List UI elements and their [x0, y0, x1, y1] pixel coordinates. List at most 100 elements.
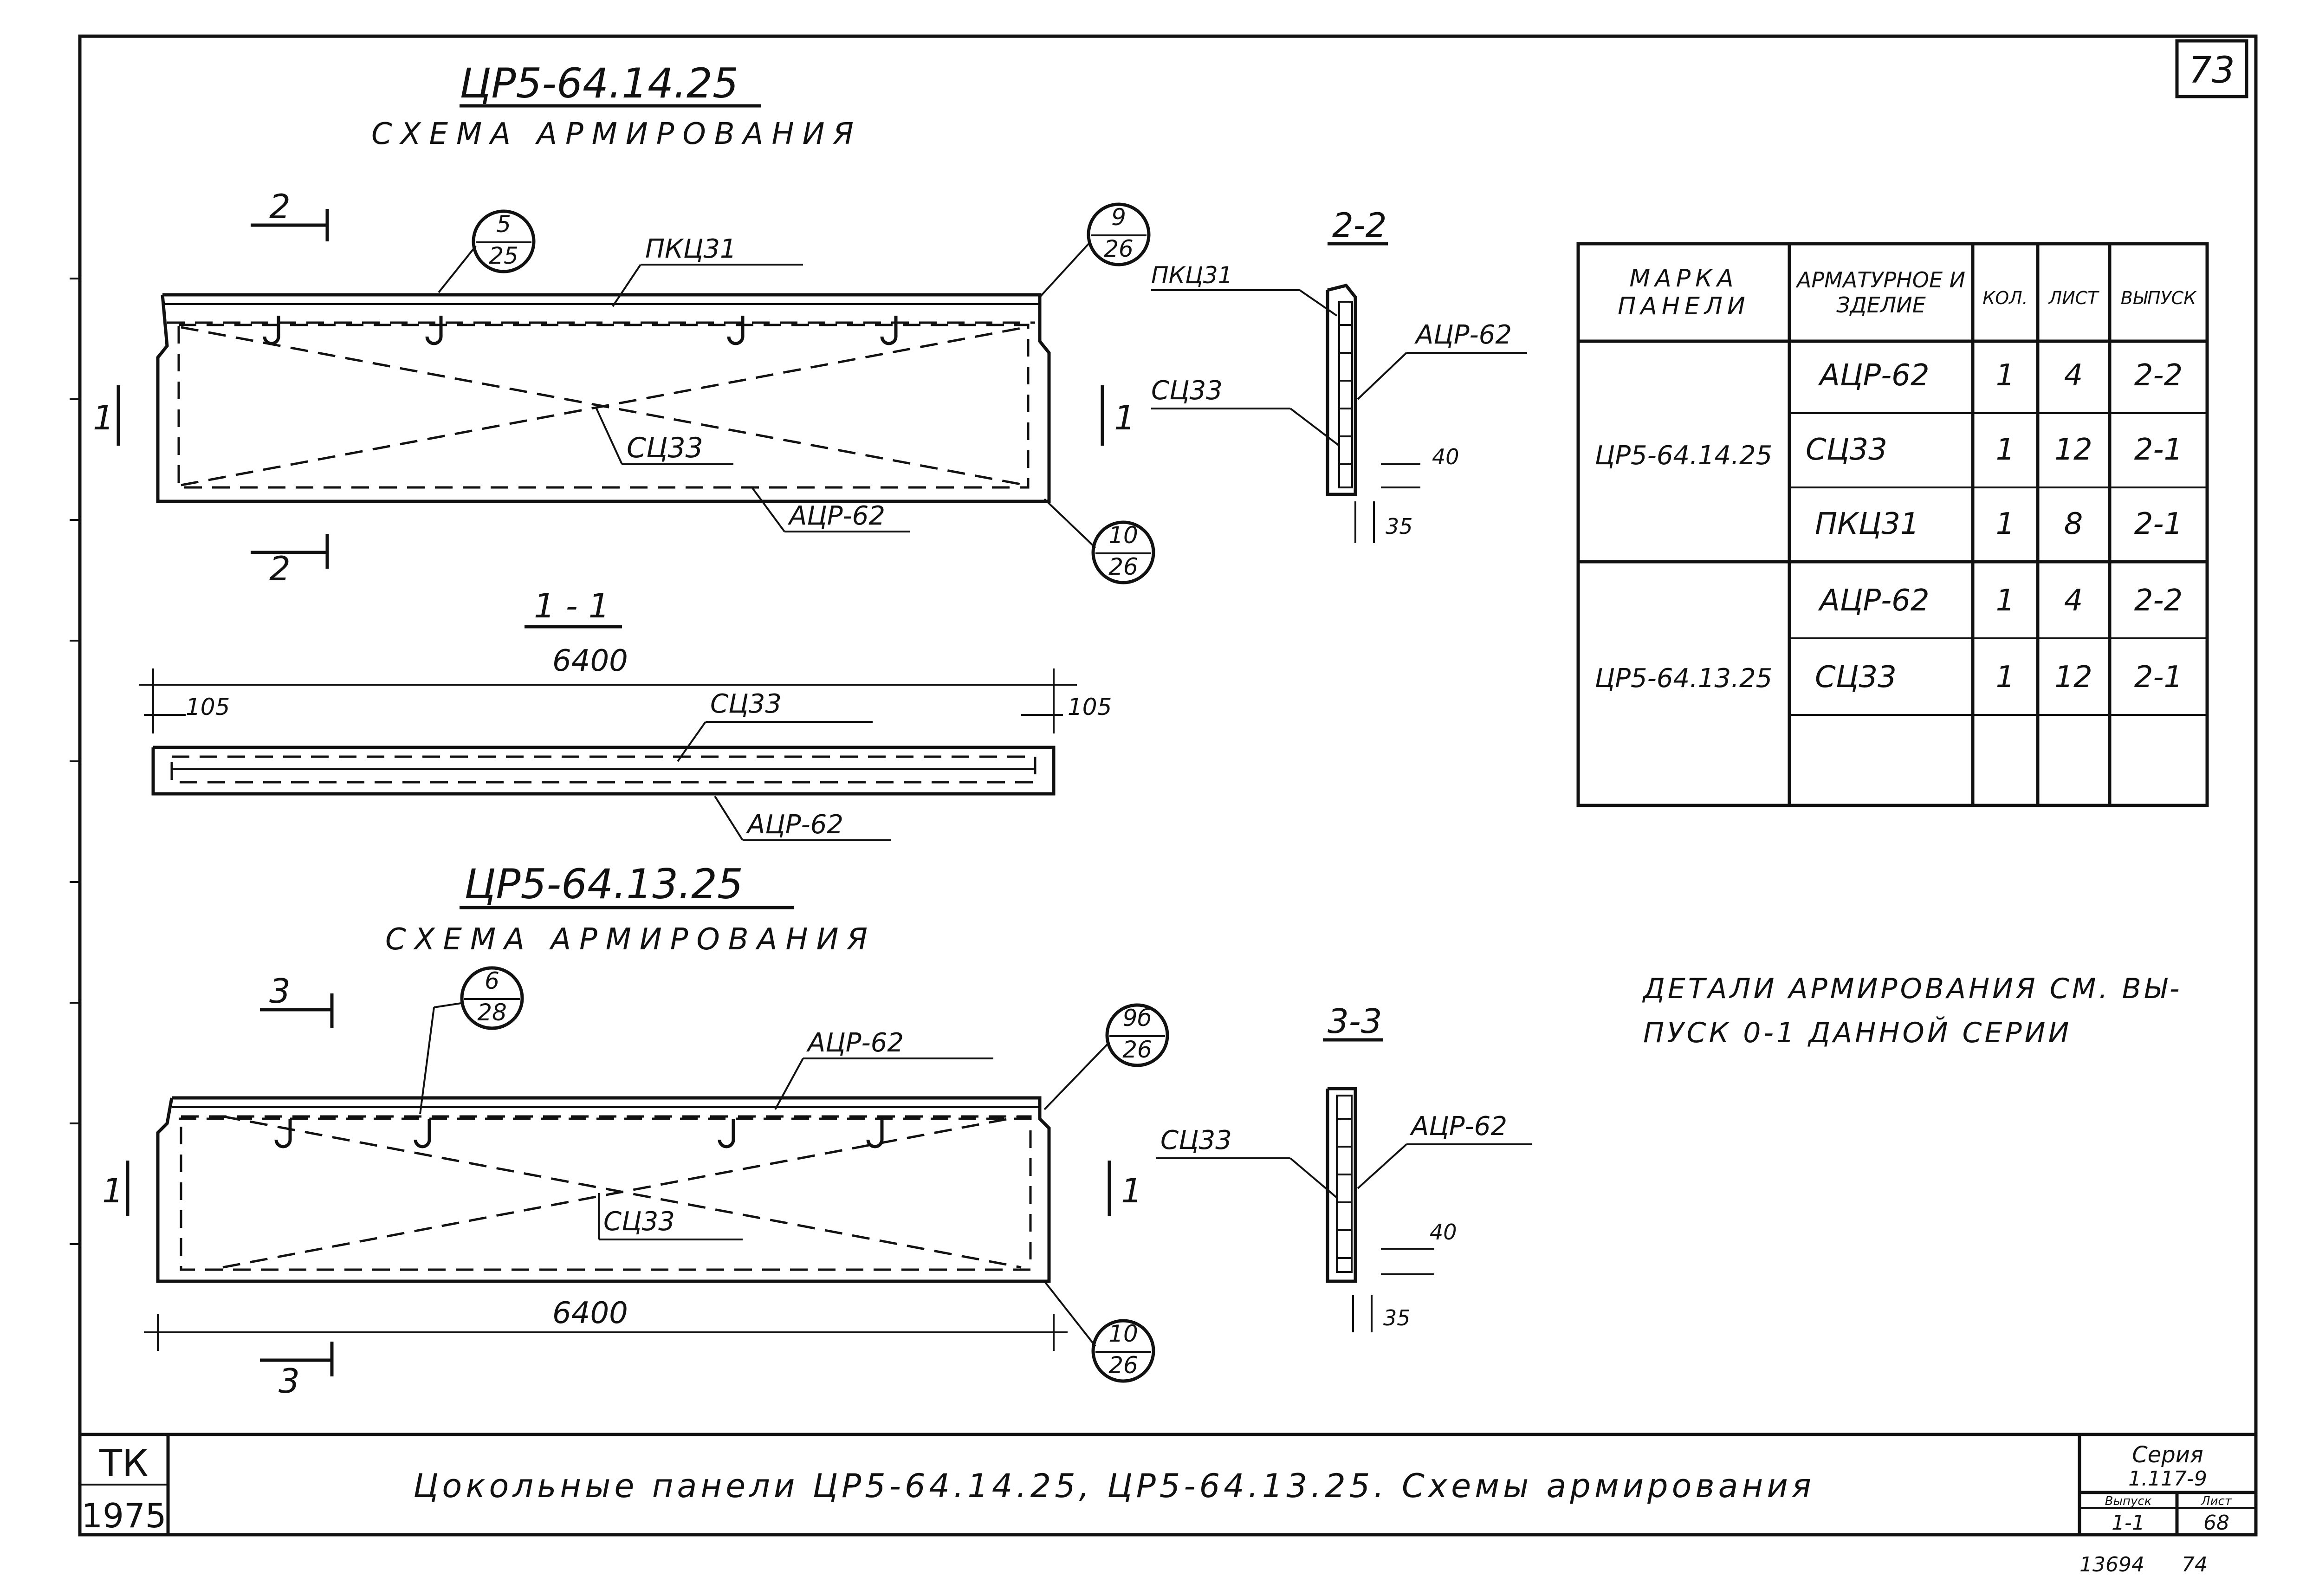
inventory-number: 13694	[2079, 1553, 2144, 1577]
table-g1-r1-qty: 1	[1996, 358, 2015, 393]
sheet-value: 68	[2203, 1511, 2229, 1535]
table-header-issue: ВЫПУСК	[2121, 288, 2197, 308]
table-header-mark: МАРКА ПАНЕЛИ	[1618, 265, 1745, 320]
panel2-label-cross: СЦ33	[603, 1207, 675, 1237]
table-header-product: АРМАТУРНОЕ ИЗДЕЛИЕ	[1797, 267, 1965, 318]
panel2-cross-b	[222, 1115, 1022, 1269]
section11-length: 6400	[552, 644, 628, 678]
section33-profile	[1326, 1087, 1357, 1283]
table-g2-r1-sheet: 4	[2064, 584, 2083, 618]
section11-label-2: АЦР-62	[746, 810, 843, 840]
section22-label-2: СЦ33	[1151, 376, 1223, 406]
panel1-label-bottom-bar: АЦР-62	[788, 501, 885, 531]
panel1-cut-2-bottom: 2	[269, 549, 291, 588]
table-g2-r2-qty: 1	[1996, 660, 2015, 694]
table-g1-r1-sheet: 4	[2064, 358, 2083, 393]
svg-text:9: 9	[1111, 204, 1126, 231]
sheet-frame	[78, 34, 2258, 1537]
panel2-callout-1: 6 28	[419, 966, 524, 1115]
table-g1-r1-product: АЦР-62	[1818, 358, 1930, 393]
panel2-mark: ЦР5-64.13.25	[464, 860, 743, 908]
table-header-sheet: ЛИСТ	[2048, 288, 2100, 308]
svg-text:5: 5	[496, 211, 511, 238]
section33-title: 3-3	[1328, 1002, 1382, 1041]
table-g1-r2-issue: 2-1	[2134, 433, 2183, 467]
panel2-callout-3: 10 26	[1043, 1280, 1155, 1383]
svg-text:28: 28	[477, 999, 507, 1026]
table-g2-r2-product: СЦ33	[1815, 660, 1897, 694]
table-g2-r1-product: АЦР-62	[1818, 584, 1930, 618]
table-group2-mark: ЦР5-64.13.25	[1595, 663, 1772, 694]
table-g1-r3-issue: 2-1	[2134, 507, 2183, 541]
panel2-cut-3-top: 3	[269, 972, 291, 1011]
table-group1-mark: ЦР5-64.14.25	[1595, 441, 1772, 471]
panel1-label-top-bar: ПКЦ31	[645, 234, 737, 264]
section22-dim-40: 40	[1432, 444, 1459, 469]
panel1-callout-3: 10 26	[1043, 498, 1155, 584]
svg-text:6: 6	[485, 967, 499, 994]
table-g1-r2-sheet: 12	[2054, 433, 2092, 467]
table-header-qty: КОЛ.	[1982, 288, 2028, 308]
section22-title: 2-2	[1332, 206, 1387, 245]
panel1-cut-1-right: 1	[1114, 398, 1135, 437]
section11-title: 1 - 1	[534, 586, 609, 625]
sheet-label: Лист	[2201, 1494, 2232, 1508]
section11-label-1: СЦ33	[710, 689, 782, 719]
section22-profile	[1326, 284, 1357, 496]
section22-dim-35: 35	[1386, 514, 1413, 539]
svg-text:26: 26	[1122, 1036, 1152, 1063]
page-number: 73	[2189, 50, 2235, 91]
panel2-subtitle: СХЕМА АРМИРОВАНИЯ	[385, 922, 876, 957]
panel2-length: 6400	[552, 1296, 628, 1330]
table-g2-r2-issue: 2-1	[2134, 660, 2183, 694]
table-g2-r1-qty: 1	[1996, 584, 2015, 618]
drawing-title: Цокольные панели ЦР5-64.14.25, ЦР5-64.13…	[413, 1467, 1815, 1505]
panel1-cross-b	[181, 326, 1026, 487]
panel2-outline	[156, 1096, 1051, 1283]
section11-offset-right: 105	[1068, 694, 1112, 720]
panel1-callout-1: 5 25	[438, 209, 536, 293]
svg-text:9б: 9б	[1123, 1005, 1152, 1032]
margin-ticks	[70, 278, 80, 1245]
panel1-callout-2: 9 26	[1039, 202, 1151, 298]
table-g1-r1-issue: 2-2	[2134, 358, 2183, 393]
stamp-org: ТК	[99, 1442, 149, 1485]
panel2-callout-2: 9б 26	[1043, 1003, 1169, 1110]
table-g1-r3-product: ПКЦ31	[1815, 507, 1919, 541]
section33-dim-35: 35	[1383, 1305, 1411, 1330]
panel1-cut-1-left: 1	[93, 398, 114, 437]
table-g1-r3-qty: 1	[1996, 507, 2015, 541]
table-g1-r2-qty: 1	[1996, 433, 2015, 467]
section22-label-3: АЦР-62	[1414, 320, 1512, 350]
section22-label-1: ПКЦ31	[1151, 262, 1233, 289]
section33-dim-40: 40	[1430, 1220, 1457, 1245]
section33-label-2: АЦР-62	[1410, 1111, 1507, 1142]
format-number: 74	[2182, 1553, 2208, 1577]
panel2-cut-3-bottom: 3	[279, 1362, 300, 1401]
panel1-mark: ЦР5-64.14.25	[460, 59, 738, 107]
section11-offset-left: 105	[186, 694, 230, 720]
page-number-box	[2175, 39, 2248, 98]
panel2-label-top-bar: АЦР-62	[806, 1028, 904, 1058]
panel1-cut-2-top: 2	[269, 187, 291, 226]
section33-label-1: СЦ33	[1160, 1125, 1232, 1155]
issue-value: 1-1	[2112, 1511, 2145, 1535]
table-g2-r1-issue: 2-2	[2134, 584, 2183, 618]
panel2-cut-1-right: 1	[1121, 1171, 1142, 1210]
table-g1-r3-sheet: 8	[2064, 507, 2083, 541]
table-g2-r2-sheet: 12	[2054, 660, 2092, 694]
svg-text:26: 26	[1108, 553, 1138, 580]
title-block	[80, 1433, 2256, 1535]
svg-text:26: 26	[1108, 1352, 1138, 1379]
spec-table	[1576, 242, 2209, 807]
stamp-year: 1975	[81, 1496, 166, 1535]
note-line-1: ДЕТАЛИ АРМИРОВАНИЯ СМ. ВЫ-	[1642, 973, 2183, 1005]
issue-label: Выпуск	[2105, 1494, 2152, 1508]
section11-profile	[151, 746, 1056, 796]
panel1-outline	[156, 293, 1051, 503]
svg-text:25: 25	[489, 242, 518, 269]
svg-text:26: 26	[1104, 235, 1134, 262]
series-value: 1.117-9	[2128, 1467, 2207, 1491]
panel2-cut-1-left: 1	[102, 1171, 123, 1210]
series-label: Серия	[2132, 1442, 2203, 1468]
